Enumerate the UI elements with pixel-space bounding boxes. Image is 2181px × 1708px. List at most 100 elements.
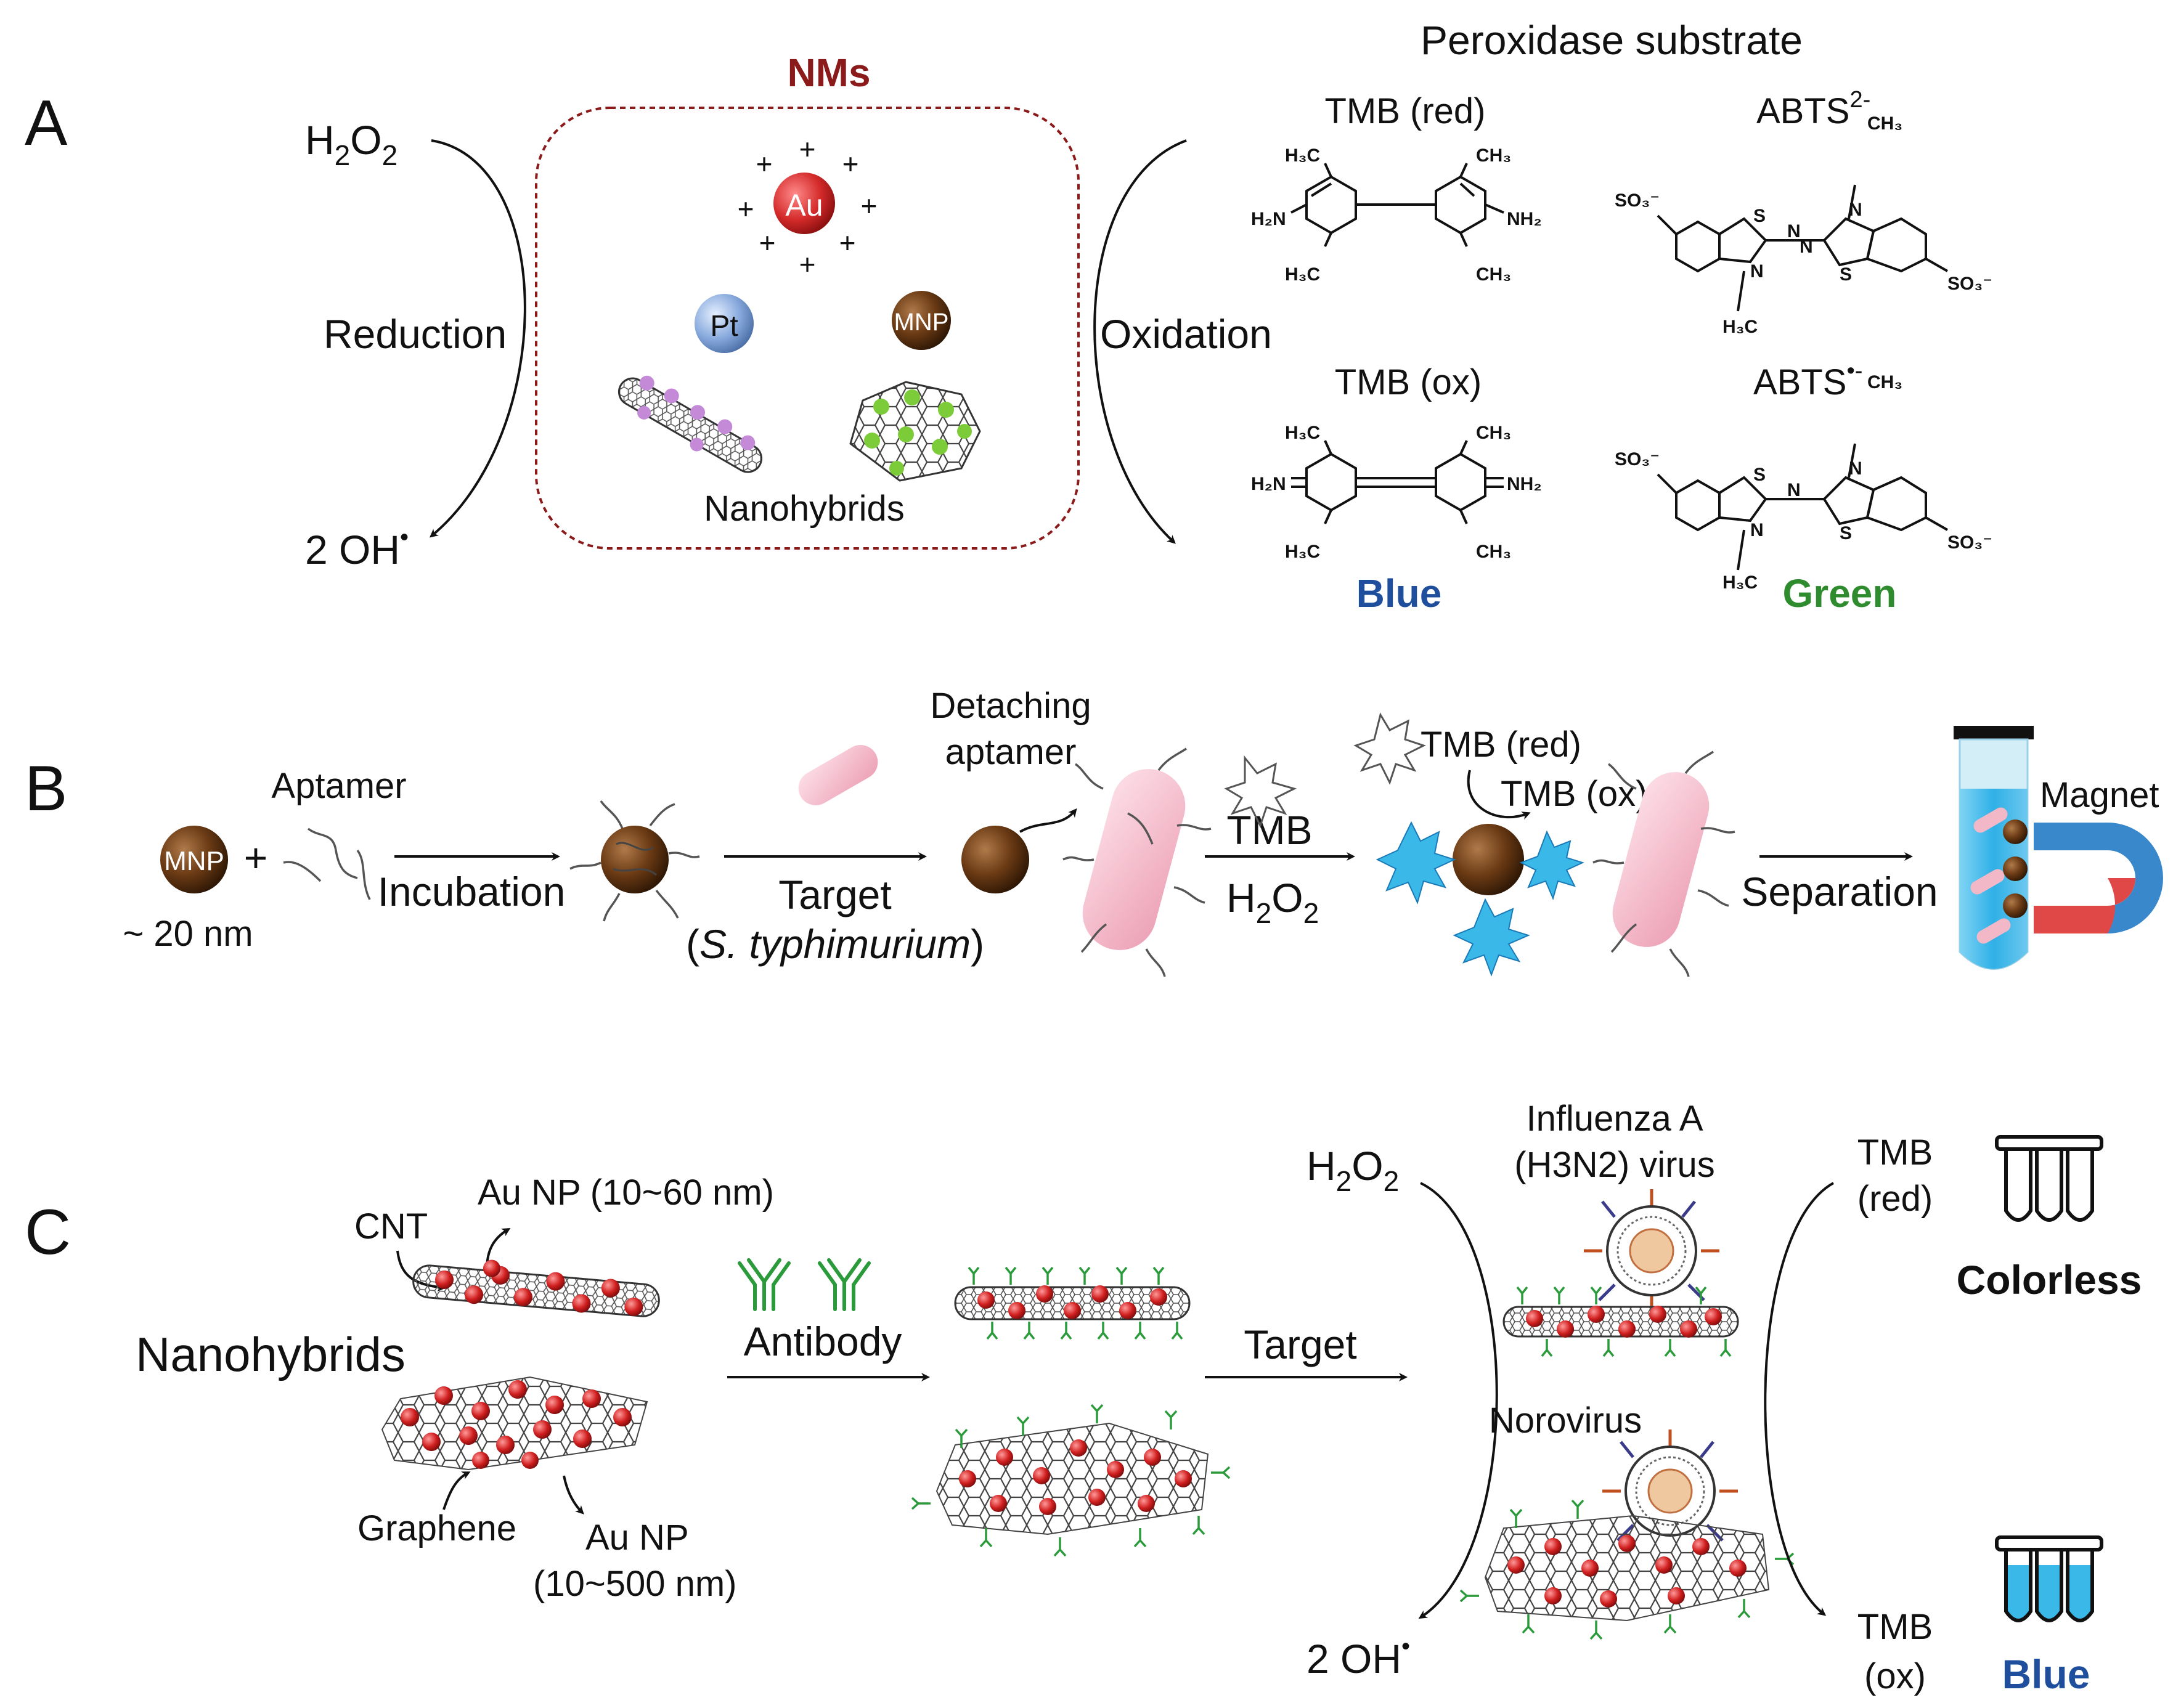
svg-text:CH₃: CH₃ xyxy=(1867,113,1902,134)
svg-text:SO₃⁻: SO₃⁻ xyxy=(1947,532,1992,553)
b-tmb-label: TMB xyxy=(1226,807,1312,853)
c-target-label: Target xyxy=(1244,1322,1356,1367)
b-bacterium-free xyxy=(1592,750,1735,977)
svg-text:H₃C: H₃C xyxy=(1722,572,1758,593)
c-tmb-red-label-1: TMB xyxy=(1857,1133,1933,1173)
c-colorless-label: Colorless xyxy=(1957,1257,2142,1303)
b-size-label: ~ 20 nm xyxy=(123,914,253,954)
c-au-np-2-label-b: (10~500 nm) xyxy=(533,1564,736,1604)
b-magnet-label: Magnet xyxy=(2040,775,2159,815)
a-graphene-hybrid xyxy=(849,381,981,482)
b-target-species: (S. typhimurium) xyxy=(686,921,984,967)
b-aptamer-label: Aptamer xyxy=(271,766,406,806)
c-oh-label: 2 OH• xyxy=(1307,1633,1410,1682)
c-tmb-red-label-2: (red) xyxy=(1857,1179,1933,1219)
b-detaching-label-1: Detaching xyxy=(930,686,1091,726)
a-tmb-ox-structure: H₃C CH₃ H₂N NH₂ H₃C CH₃ xyxy=(1251,423,1542,562)
svg-text:N: N xyxy=(1750,261,1764,282)
svg-text:Pt: Pt xyxy=(710,310,738,343)
c-graphene-antibody-hybrid xyxy=(911,1404,1231,1557)
svg-text:N: N xyxy=(1787,221,1801,242)
c-graphene-au-hybrid xyxy=(381,1376,648,1471)
a-reduction-label: Reduction xyxy=(324,311,507,357)
a-nanohybrids-label: Nanohybrids xyxy=(704,489,905,529)
c-influenza-virus xyxy=(1584,1189,1719,1312)
b-incubation-label: Incubation xyxy=(378,869,566,914)
svg-text:MNP: MNP xyxy=(164,846,224,876)
c-cnt-antibody-hybrid xyxy=(954,1266,1191,1340)
a-abts-ox-structure: SO₃⁻ SO₃⁻ S N N N S CH₃ H₃C xyxy=(1615,372,1992,593)
b-detaching-label-2: aptamer xyxy=(945,732,1077,772)
c-influenza-label-2: (H3N2) virus xyxy=(1514,1145,1715,1185)
b-oxidation-arrow xyxy=(1467,770,1531,820)
a-substrate-title: Peroxidase substrate xyxy=(1421,17,1803,63)
b-tmb-red-burst-icon xyxy=(1353,712,1426,785)
a-tmb-red-structure: H₃C CH₃ H₂N NH₂ H₃C CH₃ xyxy=(1251,145,1542,285)
a-au-particle: Au xyxy=(773,173,835,234)
c-au-np-1-label: Au NP (10~60 nm) xyxy=(478,1173,774,1213)
svg-text:H₃C: H₃C xyxy=(1285,423,1320,443)
c-norovirus-label: Norovirus xyxy=(1489,1401,1642,1441)
svg-text:S: S xyxy=(1840,264,1852,285)
c-nanohybrids-label: Nanohybrids xyxy=(136,1327,406,1381)
a-tmb-red-label: TMB (red) xyxy=(1325,91,1486,131)
svg-text:SO₃⁻: SO₃⁻ xyxy=(1615,190,1660,211)
a-green-label: Green xyxy=(1783,571,1897,616)
svg-text:N: N xyxy=(1800,237,1813,257)
panel-label-b: B xyxy=(25,753,67,824)
a-pt-particle: Pt xyxy=(695,294,754,353)
svg-text:S: S xyxy=(1840,523,1852,543)
c-au-np-2-label-a: Au NP xyxy=(585,1518,689,1558)
b-target-label: Target xyxy=(778,872,891,917)
svg-text:MNP: MNP xyxy=(894,309,949,336)
svg-text:N: N xyxy=(1849,458,1862,479)
c-tmb-ox-label-1: TMB xyxy=(1857,1607,1933,1647)
svg-text:NH₂: NH₂ xyxy=(1507,474,1542,494)
b-plus-sign: + xyxy=(244,835,268,880)
c-blue-tubes xyxy=(1995,1535,2103,1622)
b-detach-arrow xyxy=(1019,808,1077,833)
svg-text:H₂N: H₂N xyxy=(1251,474,1286,494)
svg-text:CH₃: CH₃ xyxy=(1476,423,1511,443)
svg-text:SO₃⁻: SO₃⁻ xyxy=(1947,274,1992,294)
c-colorless-tubes xyxy=(1995,1135,2103,1222)
svg-text:Au: Au xyxy=(785,188,823,222)
c-au-np-2-arrow xyxy=(563,1475,584,1515)
a-cnt-hybrid xyxy=(618,375,763,473)
c-oxidation-arrow xyxy=(1764,1182,1834,1616)
svg-text:CH₃: CH₃ xyxy=(1476,542,1511,562)
b-magnet-tube xyxy=(1954,726,2034,970)
svg-text:CH₃: CH₃ xyxy=(1476,145,1511,166)
svg-text:H₃C: H₃C xyxy=(1285,264,1320,285)
panel-label-a: A xyxy=(25,87,68,159)
a-nms-title: NMs xyxy=(787,51,870,95)
svg-text:N: N xyxy=(1750,520,1764,540)
a-h2o2-label: H2O2 xyxy=(305,117,397,171)
svg-text:H₃C: H₃C xyxy=(1285,542,1320,562)
c-blue-label: Blue xyxy=(2002,1651,2090,1697)
a-blue-label: Blue xyxy=(1356,571,1442,616)
svg-text:H₃C: H₃C xyxy=(1722,317,1758,337)
b-bare-mnp xyxy=(961,826,1029,893)
svg-text:NH₂: NH₂ xyxy=(1507,209,1542,229)
svg-text:N: N xyxy=(1849,200,1862,220)
svg-text:H₂N: H₂N xyxy=(1251,209,1286,229)
svg-text:SO₃⁻: SO₃⁻ xyxy=(1615,449,1660,470)
svg-text:+: + xyxy=(861,190,878,222)
svg-text:+: + xyxy=(799,133,816,165)
svg-text:+: + xyxy=(842,148,859,180)
a-nms-box xyxy=(535,107,1080,550)
a-au-charges: +++ ++ +++ xyxy=(738,133,878,280)
b-separation-label: Separation xyxy=(1741,869,1938,914)
a-tmb-ox-label: TMB (ox) xyxy=(1335,362,1482,402)
b-mnp-blue-bursts xyxy=(1376,821,1584,977)
c-cnt-virus-complex xyxy=(1502,1286,1739,1357)
svg-text:+: + xyxy=(756,148,773,180)
svg-text:S: S xyxy=(1753,206,1766,226)
b-tmb-ox-label: TMB (ox) xyxy=(1501,774,1647,814)
svg-text:N: N xyxy=(1787,480,1801,500)
c-h2o2-label: H2O2 xyxy=(1307,1143,1399,1197)
b-h2o2-label: H2O2 xyxy=(1226,875,1319,929)
